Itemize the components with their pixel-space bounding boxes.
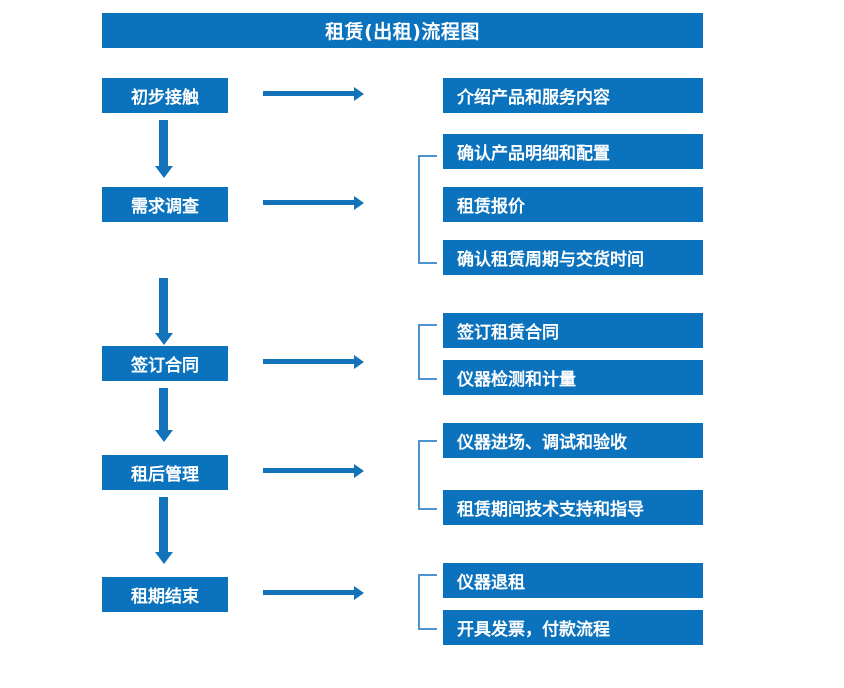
arrow-right-stage-5 <box>263 590 355 595</box>
arrow-down-2-to-3 <box>159 278 168 334</box>
arrow-right-stage-1 <box>263 91 355 96</box>
arrow-down-1-to-2 <box>159 120 168 167</box>
stage-node-4[interactable]: 租后管理 <box>102 455 228 490</box>
stage-node-3[interactable]: 签订合同 <box>102 346 228 381</box>
detail-node-5-1[interactable]: 仪器退租 <box>443 563 703 598</box>
stage-node-5[interactable]: 租期结束 <box>102 577 228 612</box>
group-bracket-2 <box>418 155 437 264</box>
detail-node-3-2[interactable]: 仪器检测和计量 <box>443 360 703 395</box>
detail-node-2-1[interactable]: 确认产品明细和配置 <box>443 134 703 169</box>
arrow-down-3-to-4 <box>159 388 168 431</box>
diagram-title: 租赁(出租)流程图 <box>102 13 703 48</box>
detail-node-4-2[interactable]: 租赁期间技术支持和指导 <box>443 490 703 525</box>
detail-node-2-3[interactable]: 确认租赁周期与交货时间 <box>443 240 703 275</box>
arrow-right-stage-4 <box>263 468 355 473</box>
stage-node-2[interactable]: 需求调查 <box>102 187 228 222</box>
arrow-down-4-to-5 <box>159 497 168 553</box>
detail-node-1-1[interactable]: 介绍产品和服务内容 <box>443 78 703 113</box>
group-bracket-4 <box>418 440 437 510</box>
arrow-right-stage-3 <box>263 359 355 364</box>
group-bracket-5 <box>418 574 437 630</box>
detail-node-4-1[interactable]: 仪器进场、调试和验收 <box>443 423 703 458</box>
detail-node-3-1[interactable]: 签订租赁合同 <box>443 313 703 348</box>
detail-node-5-2[interactable]: 开具发票，付款流程 <box>443 610 703 645</box>
stage-node-1[interactable]: 初步接触 <box>102 78 228 113</box>
arrow-right-stage-2 <box>263 200 355 205</box>
group-bracket-3 <box>418 324 437 380</box>
detail-node-2-2[interactable]: 租赁报价 <box>443 187 703 222</box>
